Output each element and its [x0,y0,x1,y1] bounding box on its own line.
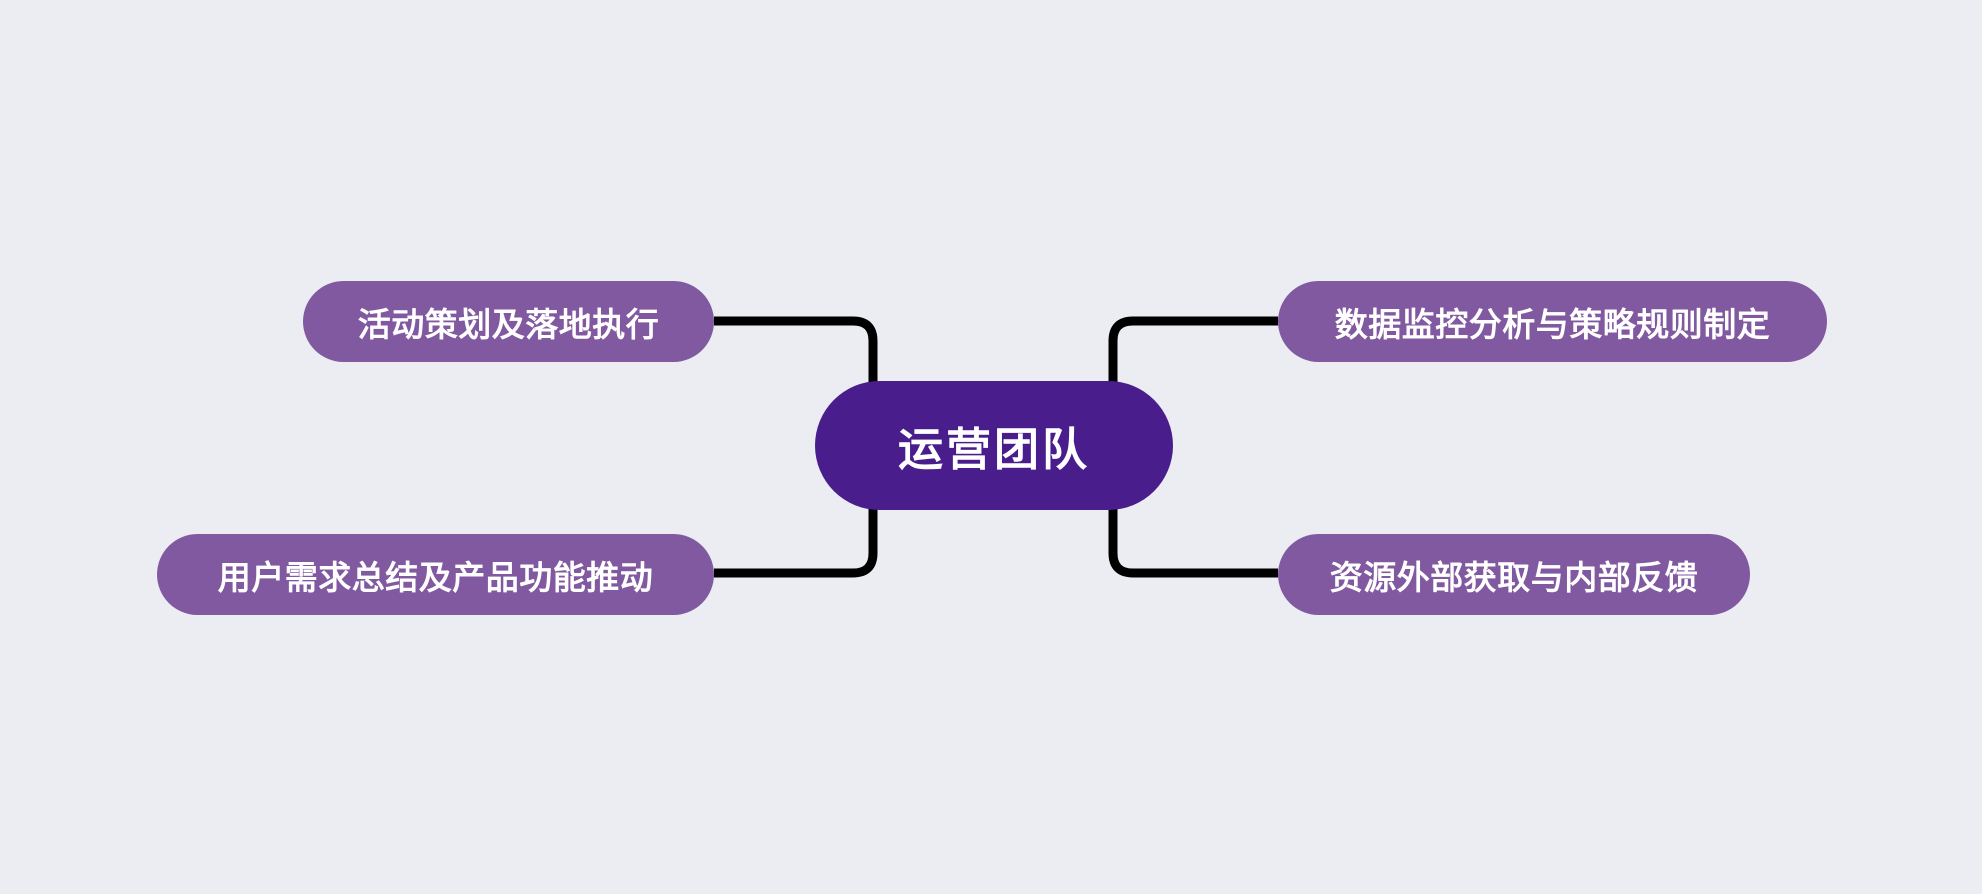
connector-root-to-bottom-left [714,494,878,578]
mindmap-node-bottom-left[interactable]: 用户需求总结及产品功能推动 [157,534,714,615]
node-label: 数据监控分析与策略规则制定 [1334,305,1771,343]
node-label: 资源外部获取与内部反馈 [1329,558,1699,596]
node-label: 活动策划及落地执行 [357,305,660,343]
mindmap-node-top-left[interactable]: 活动策划及落地执行 [303,281,714,362]
mindmap-node-top-right[interactable]: 数据监控分析与策略规则制定 [1278,281,1827,362]
connector-root-to-top-left [714,316,878,400]
node-label: 用户需求总结及产品功能推动 [217,558,654,596]
mindmap-root-node[interactable]: 运营团队 [815,381,1173,510]
mindmap-node-bottom-right[interactable]: 资源外部获取与内部反馈 [1278,534,1750,615]
root-node-label: 运营团队 [897,424,1090,475]
connector-root-to-bottom-right [1108,494,1278,578]
connector-root-to-top-right [1108,316,1278,400]
